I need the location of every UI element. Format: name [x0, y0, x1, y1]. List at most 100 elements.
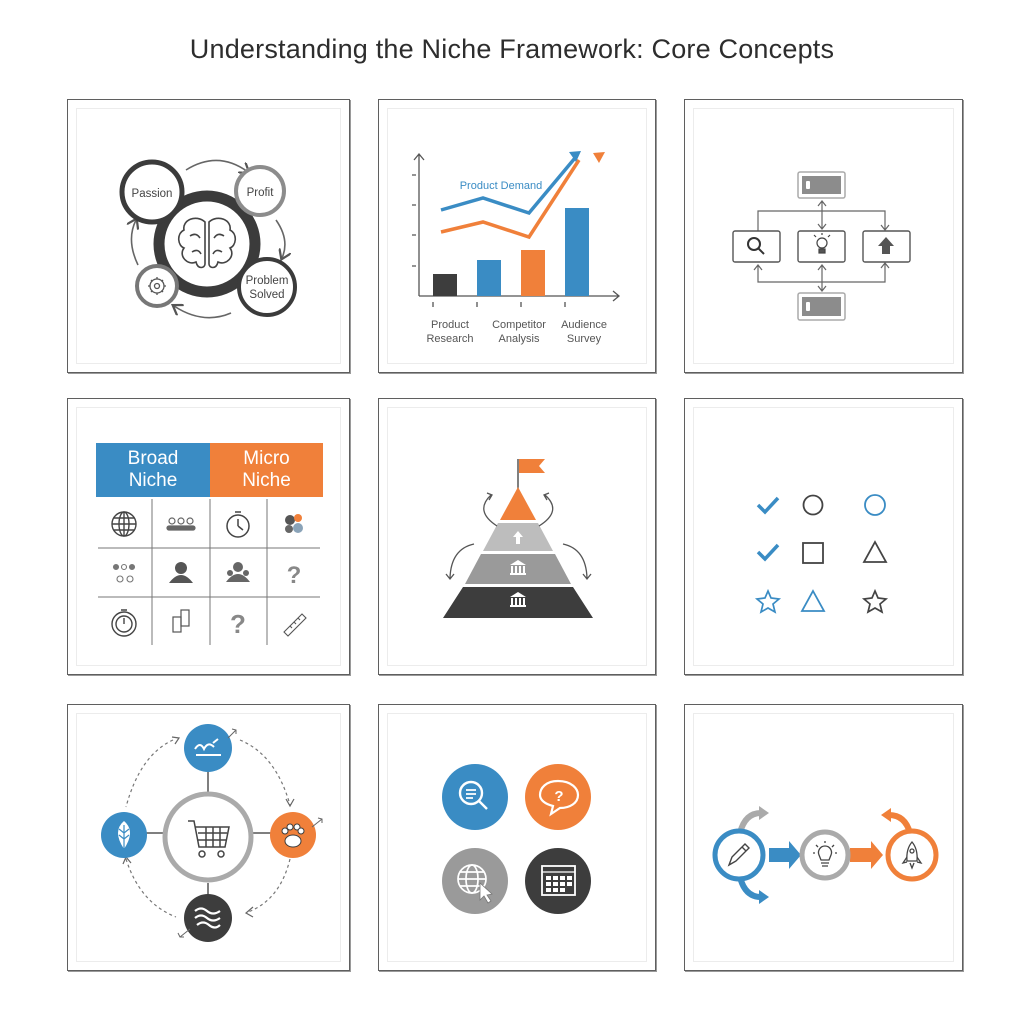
star-icon — [754, 588, 782, 614]
panel-niche-cycle: Passion Profit Problem Solved — [67, 99, 350, 373]
star-icon — [861, 588, 889, 614]
pyramid-tier-3 — [465, 554, 571, 584]
globe-node — [442, 848, 508, 914]
series-label: Product Demand — [460, 180, 543, 192]
pyramid-base — [443, 587, 593, 618]
lightbulb-icon — [813, 233, 831, 254]
brain-icon — [177, 217, 237, 269]
search-icon — [458, 780, 488, 810]
problem-label: Problem — [246, 275, 289, 287]
orange-arrow — [850, 841, 883, 869]
micro-niche-header: Micro Niche — [210, 443, 323, 497]
team-icon — [226, 562, 250, 582]
panel-process-flow — [684, 704, 963, 971]
micro-label: Micro — [243, 448, 290, 469]
up-arrow-icon — [878, 237, 894, 254]
blue-arrow — [769, 841, 801, 869]
bar-competitor-analysis — [521, 250, 545, 296]
paw-icon — [281, 823, 305, 848]
broad-niche-header: Broad Niche — [96, 443, 210, 497]
rocket-node — [885, 828, 939, 882]
globe-icon — [111, 511, 137, 537]
globe-cursor-icon — [457, 864, 487, 894]
cat3-label: Audience — [561, 319, 607, 331]
cat3-label-2: Survey — [567, 333, 602, 345]
bar-product-research — [433, 274, 457, 296]
check-icon — [756, 543, 780, 562]
cat1-label-2: Research — [426, 333, 473, 345]
idea-box — [797, 230, 846, 263]
check-icon — [756, 496, 780, 515]
question-icon: ? — [230, 609, 246, 639]
swim-node — [184, 724, 232, 772]
pencil-node — [712, 828, 766, 882]
timer-icon — [111, 609, 137, 637]
profit-label: Profit — [247, 187, 275, 199]
pencil-icon — [727, 843, 750, 867]
orange-trend-line — [440, 159, 581, 240]
pyramid-top — [500, 487, 536, 520]
chart-axes — [412, 152, 621, 307]
circle-icon — [864, 494, 886, 516]
broad-label: Broad — [127, 448, 179, 469]
search-node — [442, 764, 508, 830]
bank-icon — [510, 592, 526, 607]
battery-icon — [797, 171, 846, 199]
connector-lines — [753, 200, 890, 292]
panel-research-icons: ? — [378, 704, 656, 971]
swim-icon — [194, 738, 221, 756]
rocket-icon — [901, 841, 923, 870]
cat2-label-2: Analysis — [499, 333, 540, 345]
problem-solved-node — [237, 257, 297, 317]
question-node — [525, 764, 591, 830]
battery-icon — [797, 292, 846, 321]
cat2-label: Competitor — [492, 319, 546, 331]
calendar-icon — [541, 865, 576, 896]
lightbulb-icon — [813, 841, 837, 867]
hub-circle — [162, 791, 254, 883]
people-icon — [112, 563, 136, 583]
panel-shape-grid — [684, 398, 963, 675]
cart-icon — [188, 820, 230, 858]
question-bubble-icon — [538, 779, 580, 817]
triangle-icon — [862, 540, 888, 563]
panel-ecommerce-hub — [67, 704, 350, 971]
center-ring — [153, 190, 261, 298]
search-box — [732, 230, 781, 263]
cycle-arrows — [445, 492, 592, 581]
profit-node — [234, 165, 286, 217]
bank-icon — [510, 560, 526, 575]
ruler-icon — [283, 613, 307, 637]
demand-line — [440, 156, 577, 216]
panel-broad-vs-micro: Broad Niche Micro Niche ? ? — [67, 398, 350, 675]
niche-label: Niche — [128, 470, 178, 491]
group-icon — [166, 517, 196, 531]
idea-node — [799, 829, 851, 881]
circle-icon — [802, 494, 824, 516]
passion-node — [119, 159, 185, 225]
page-title: Understanding the Niche Framework: Core … — [189, 34, 835, 64]
lightbulb-icon — [513, 531, 523, 544]
triangle-icon — [800, 589, 826, 612]
gear-icon — [148, 277, 166, 295]
gear-node — [135, 264, 179, 308]
square-icon — [802, 542, 824, 564]
panel-flow-diagram — [684, 99, 963, 373]
question-icon: ? — [287, 562, 302, 589]
search-icon — [747, 237, 765, 255]
solved-label: Solved — [249, 289, 284, 301]
bar-2 — [477, 260, 501, 296]
dashed-cycle — [125, 739, 291, 918]
cluster-icon — [285, 514, 303, 533]
niche-label: Niche — [242, 470, 291, 491]
panel-demand-chart: Product Demand Product Research Competit… — [378, 99, 656, 373]
cycle-arrow — [185, 159, 248, 172]
calendar-node — [525, 848, 591, 914]
flag-icon — [519, 459, 545, 473]
waves-icon — [194, 907, 221, 929]
user-icon — [169, 562, 193, 583]
panel-pyramid — [378, 398, 656, 675]
grid-lines — [98, 499, 320, 645]
passion-label: Passion — [132, 188, 173, 200]
documents-icon — [172, 609, 190, 633]
